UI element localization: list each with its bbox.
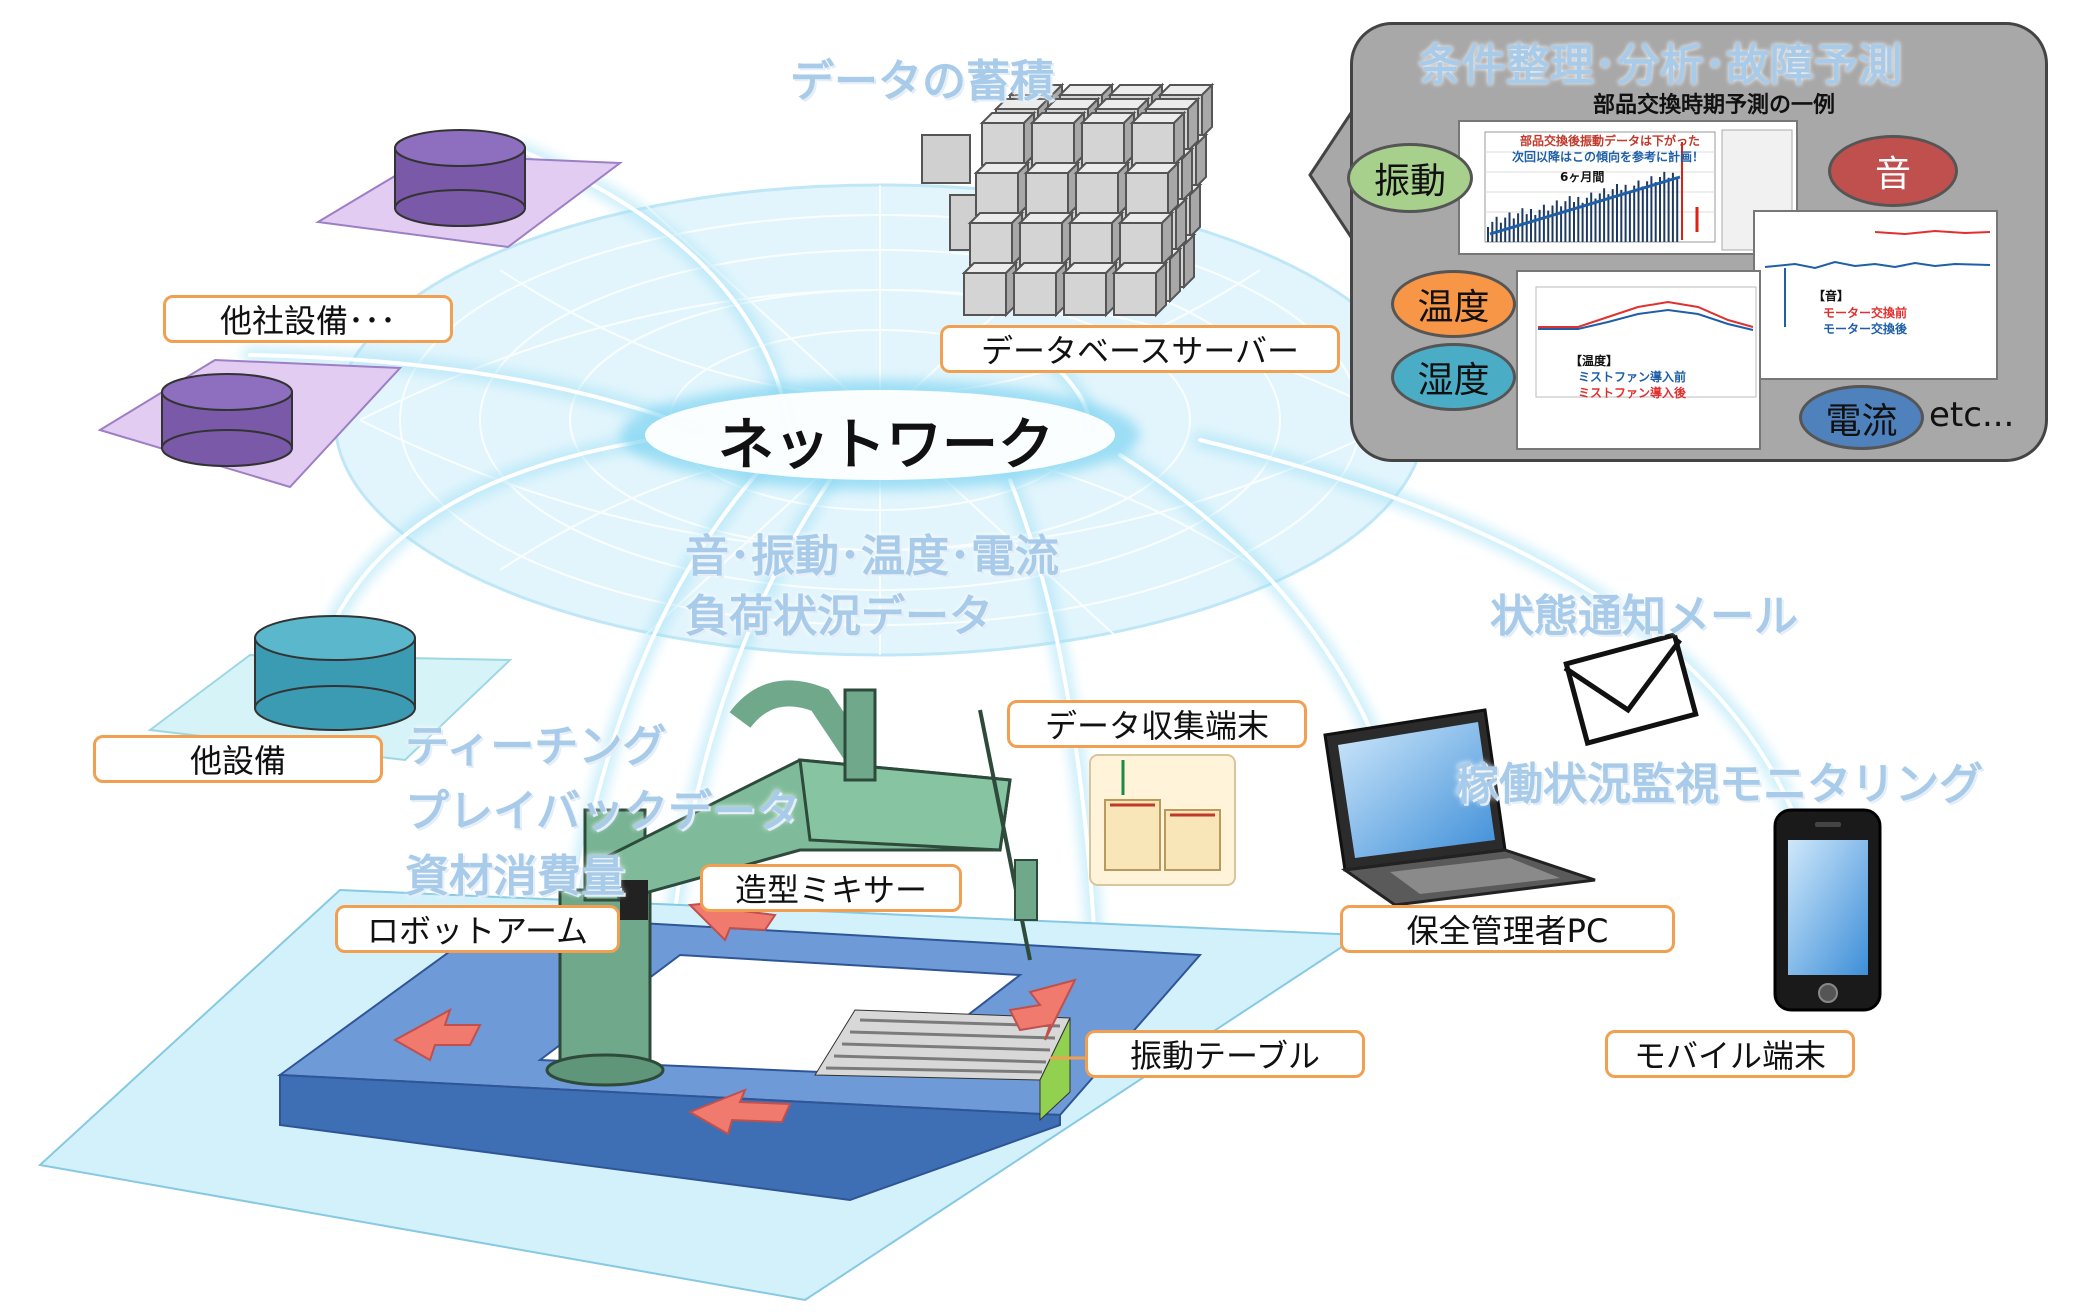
teaching-line3: 資材消費量: [405, 851, 625, 902]
analysis-panel: 条件整理･分析･故障予測 部品交換時期予測の一例 部品交換後振動データは下がった…: [1347, 22, 2048, 462]
data-accumulation-text: データの蓄積: [790, 56, 1054, 107]
db-cube: [1125, 172, 1169, 216]
data-terminal-label: データ収集端末: [1007, 700, 1307, 748]
db-cube-side: [1155, 260, 1167, 318]
other-company-label: 他社設備･･･: [163, 295, 453, 343]
temperature-before: ミストファン導入前: [1578, 370, 1687, 384]
network-label: ネットワーク: [718, 413, 1054, 478]
sound-chart-title: 【音】: [1813, 289, 1850, 303]
status-mail-text: 状態通知メール: [1490, 591, 1798, 642]
current-sensor-badge: 電流: [1799, 385, 1924, 450]
vibration-sensor-badge: 振動: [1347, 143, 1473, 213]
db-cube: [1031, 122, 1075, 166]
db-cube-side: [1173, 110, 1185, 168]
db-cube-side: [1189, 182, 1201, 240]
db-cube: [1069, 222, 1113, 266]
db-cube: [1019, 222, 1063, 266]
etc-text: etc...: [1929, 395, 2015, 435]
db-cube-side: [1181, 146, 1193, 204]
db-cube: [981, 122, 1025, 166]
db-cube-side: [1175, 196, 1187, 254]
db-cube: [975, 172, 1019, 216]
vibration-trend-chart: 部品交換後振動データは下がった 次回以降はこの傾向を参考に計画！ 6ヶ月間: [1458, 120, 1798, 255]
vibration-table-label: 振動テーブル: [1085, 1030, 1365, 1078]
maintenance-pc-label: 保全管理者PC: [1340, 905, 1675, 953]
temperature-plot: [1535, 286, 1757, 398]
conveyor-loop: [277, 898, 1203, 1202]
data-terminal-photo: [1089, 754, 1236, 886]
db-cube: [1025, 172, 1069, 216]
db-cube-side: [1201, 82, 1213, 140]
network-hub: [620, 380, 1140, 490]
other-equipment-label: 他設備: [93, 735, 383, 783]
panel-subtitle: 部品交換時期予測の一例: [1593, 93, 1836, 118]
db-cube-side: [1161, 210, 1173, 268]
sensor-data-line1: 音･振動･温度･電流: [685, 531, 1059, 582]
vibration-note-line2: 次回以降はこの傾向を参考に計画！: [1512, 150, 1705, 164]
db-cube: [1075, 172, 1119, 216]
panel-title: 条件整理･分析･故障予測: [1418, 40, 1902, 91]
vibration-trend-plot: [1484, 129, 1793, 251]
teaching-line2: プレイバックデータ: [405, 786, 801, 837]
mobile-terminal-label: モバイル端末: [1605, 1030, 1855, 1078]
database-server-cubes: [921, 82, 1215, 318]
mail-envelope-icon: [1563, 631, 1699, 747]
temperature-sensor-badge: 温度: [1391, 270, 1516, 338]
teaching-line1: ティーチング: [405, 721, 667, 772]
db-cube: [1113, 272, 1157, 316]
sensor-data-line2: 負荷状況データ: [685, 591, 993, 642]
db-cube: [1119, 222, 1163, 266]
other-company-equipment-1: [315, 129, 623, 249]
db-cube: [969, 222, 1013, 266]
other-company-equipment-2: [97, 358, 403, 489]
db-cube-side: [1195, 132, 1207, 190]
database-server-label: データベースサーバー: [940, 325, 1340, 373]
molding-mixer-label: 造型ミキサー: [700, 864, 962, 912]
humidity-sensor-badge: 湿度: [1391, 343, 1516, 411]
temperature-chart: 【温度】 ミストファン導入前 ミストファン導入後: [1516, 270, 1761, 450]
db-cube: [1063, 272, 1107, 316]
db-cube: [1013, 272, 1057, 316]
temperature-chart-title: 【温度】: [1570, 354, 1619, 368]
temperature-after: ミストファン導入後: [1578, 386, 1687, 400]
db-cube: [1131, 122, 1175, 166]
db-cube: [963, 272, 1007, 316]
sound-sensor-badge: 音: [1828, 135, 1958, 207]
monitoring-text: 稼働状況監視モニタリング: [1455, 759, 1983, 810]
db-cube-side: [1169, 246, 1181, 304]
other-equipment: [147, 615, 513, 762]
sound-chart: 【音】 モーター交換前 モーター交換後: [1753, 210, 1998, 380]
laptop-icon: [1323, 708, 1596, 907]
db-cube-side: [1187, 96, 1199, 154]
sound-after: モーター交換後: [1823, 322, 1908, 336]
robot-arm-label: ロボットアーム: [335, 905, 620, 953]
sound-before: モーター交換前: [1823, 306, 1908, 320]
vibration-period: 6ヶ月間: [1560, 170, 1605, 184]
db-cube: [1081, 122, 1125, 166]
sound-plot: [1764, 229, 1991, 327]
db-cube-side: [1183, 232, 1195, 290]
vibration-note-line1: 部品交換後振動データは下がった: [1520, 134, 1701, 148]
db-cube-side: [1167, 160, 1179, 218]
mobile-phone-icon: [1773, 808, 1882, 1012]
